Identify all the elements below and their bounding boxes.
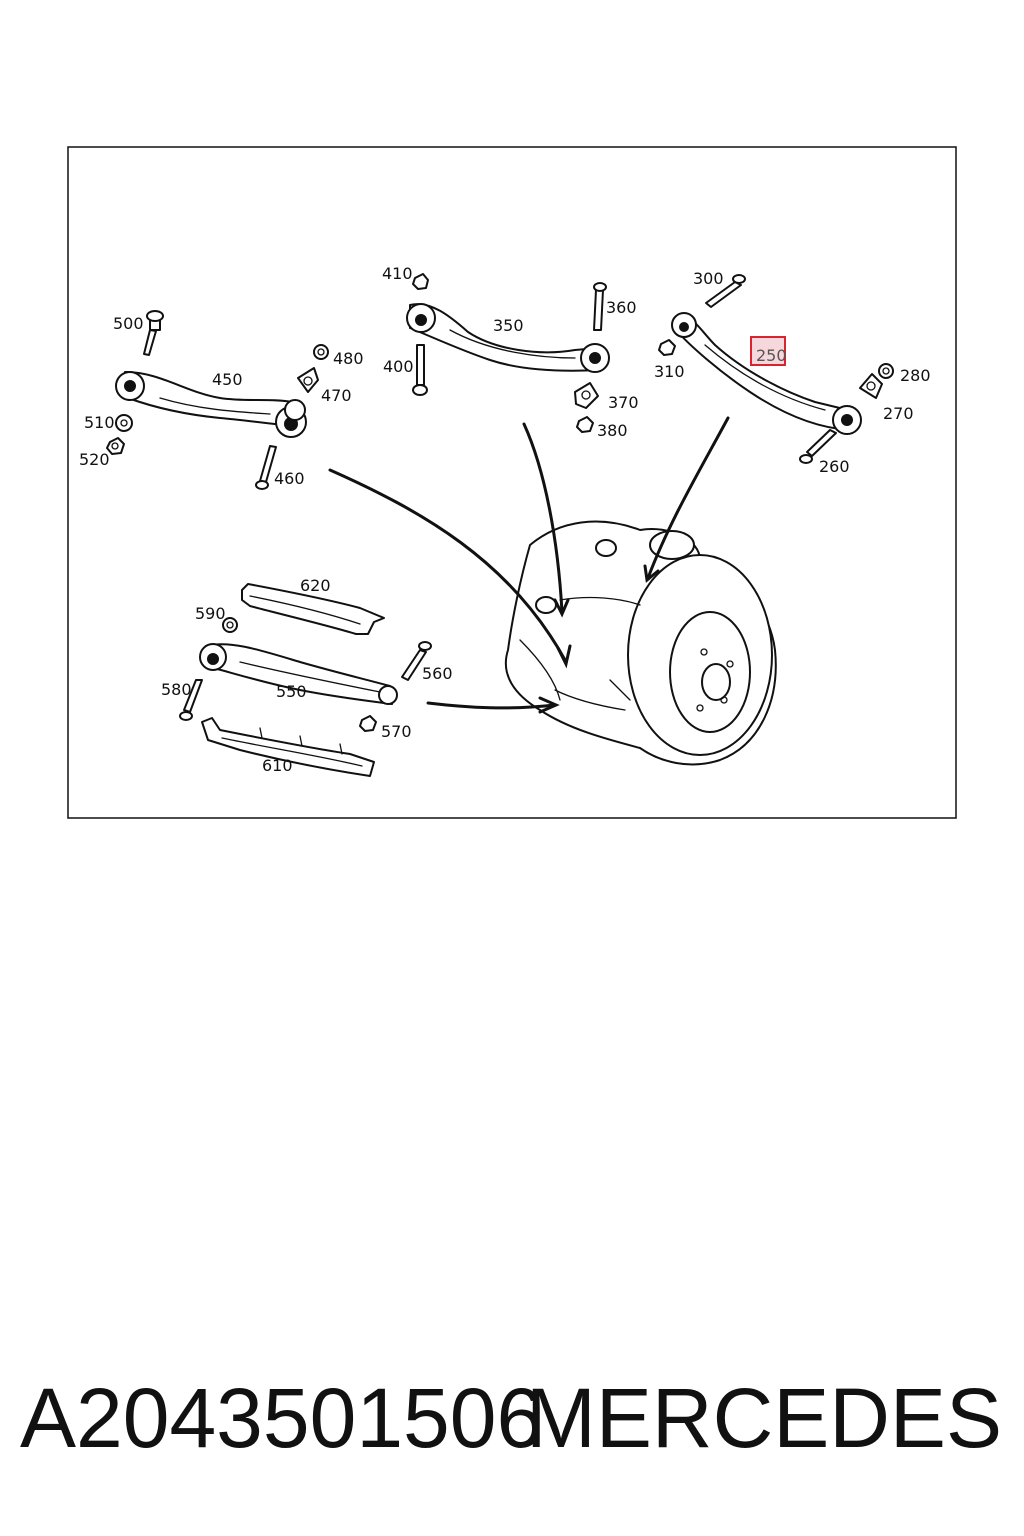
callout-510[interactable]: 510 (84, 413, 115, 432)
callout-520[interactable]: 520 (79, 450, 110, 469)
callout-370[interactable]: 370 (608, 393, 639, 412)
callout-360[interactable]: 360 (606, 298, 637, 317)
callout-590[interactable]: 590 (195, 604, 226, 623)
highlight-box-250 (750, 336, 786, 366)
callout-610[interactable]: 610 (262, 756, 293, 775)
callout-450[interactable]: 450 (212, 370, 243, 389)
arm-550[interactable] (199, 643, 398, 705)
arm-250[interactable] (671, 312, 862, 435)
callout-380[interactable]: 380 (597, 421, 628, 440)
cam-disc-470[interactable] (297, 367, 319, 393)
callout-400[interactable]: 400 (383, 357, 414, 376)
cam-disc-370[interactable] (574, 382, 599, 409)
nut-520[interactable] (106, 437, 125, 455)
callout-500[interactable]: 500 (113, 314, 144, 333)
callout-550[interactable]: 550 (276, 682, 307, 701)
wheel-carrier-assembly (504, 520, 777, 766)
callout-470[interactable]: 470 (321, 386, 352, 405)
callout-580[interactable]: 580 (161, 680, 192, 699)
washer-510[interactable] (115, 414, 133, 432)
callout-250[interactable]: 250 (756, 346, 787, 365)
nut-410[interactable] (412, 273, 429, 290)
callout-460[interactable]: 460 (274, 469, 305, 488)
bolt-460[interactable] (255, 445, 277, 490)
product-caption: A2043501506 MERCEDES (0, 1370, 1024, 1480)
callout-260[interactable]: 260 (819, 457, 850, 476)
cover-610[interactable] (201, 717, 375, 777)
bolt-500[interactable] (143, 310, 164, 356)
cam-disc-270[interactable] (859, 373, 883, 399)
callout-300[interactable]: 300 (693, 269, 724, 288)
bolt-400[interactable] (412, 344, 428, 396)
bolt-580[interactable] (179, 679, 203, 721)
arm-450[interactable] (115, 371, 307, 438)
leader-arrows (328, 416, 730, 714)
nut-380[interactable] (576, 416, 594, 433)
bolt-360[interactable] (593, 282, 607, 331)
bolt-560[interactable] (401, 641, 432, 681)
callout-410[interactable]: 410 (382, 264, 413, 283)
callout-560[interactable]: 560 (422, 664, 453, 683)
nut-310[interactable] (658, 339, 676, 356)
callout-310[interactable]: 310 (654, 362, 685, 381)
diagram-frame (67, 146, 957, 819)
washer-480[interactable] (313, 344, 329, 360)
arm-350[interactable] (406, 303, 610, 373)
bolt-300[interactable] (705, 274, 746, 308)
washer-280[interactable] (878, 363, 894, 379)
washer-590[interactable] (222, 617, 238, 633)
bolt-260[interactable] (799, 429, 837, 464)
callout-480[interactable]: 480 (333, 349, 364, 368)
bracket-620[interactable] (241, 583, 385, 635)
brand-name: MERCEDES (525, 1371, 1002, 1465)
nut-570[interactable] (359, 715, 377, 732)
callout-620[interactable]: 620 (300, 576, 331, 595)
callout-570[interactable]: 570 (381, 722, 412, 741)
callout-350[interactable]: 350 (493, 316, 524, 335)
part-number: A2043501506 (20, 1371, 544, 1465)
callout-270[interactable]: 270 (883, 404, 914, 423)
callout-280[interactable]: 280 (900, 366, 931, 385)
